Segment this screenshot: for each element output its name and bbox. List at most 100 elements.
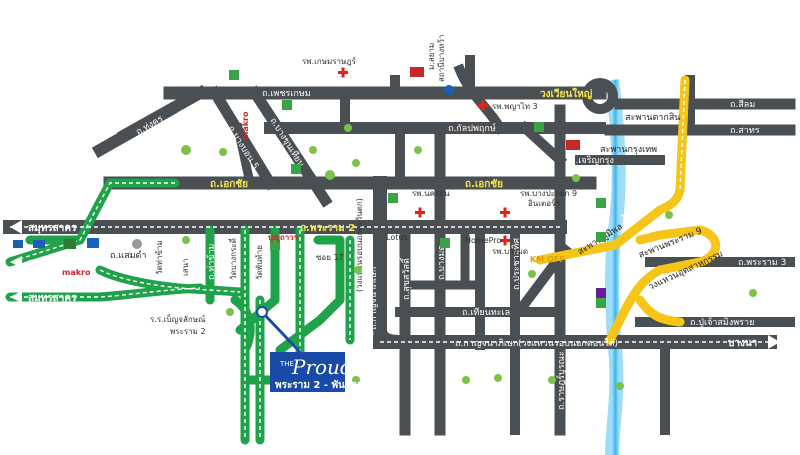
landmark-bangpakok9: รพ.บางปะกอก 9 [520, 189, 577, 198]
landmark-wat-chan: วัดบางกระดี่ [227, 238, 238, 280]
store-icon [596, 198, 606, 208]
tree-icon [462, 376, 470, 384]
label-krungthep-bridge: สะพานกรุงเทพ [600, 145, 657, 155]
tree-icon [352, 376, 360, 384]
tree-icon [528, 270, 536, 278]
tree-icon [572, 174, 580, 182]
svg-text:สมุทรสาคร: สมุทรสาคร [28, 258, 77, 269]
project-subtitle: พระราม 2 - พันท้าย [275, 379, 363, 391]
tree-icon [749, 289, 757, 297]
tree-icon [181, 145, 191, 155]
tree-icon [354, 266, 362, 274]
store-icon [33, 240, 45, 248]
project-the: THE [279, 360, 294, 368]
store-icon [132, 239, 142, 249]
label-kanchanaphisek-south: ถ.กาญจนาภิเษก [455, 338, 518, 349]
hospital-icon [478, 100, 488, 111]
label-rat-burana: ถ.ราษฎร์บูรณะ [555, 351, 567, 410]
landmark-makro: makro [241, 111, 250, 140]
landmark-siam-station: สถานีบางหว้า [437, 35, 446, 82]
arrow-samut-sakhon-top: สมุทรสาคร [10, 220, 77, 234]
label-bang-mot: ถ.บางมด [437, 245, 447, 280]
landmark-makro-left: makro [62, 268, 91, 277]
tree-icon [325, 170, 335, 180]
store-icon [596, 288, 606, 298]
tree-icons [181, 124, 757, 390]
store-icon [87, 238, 99, 248]
label-kanchanaphisek-south-sub: (วงแหวนรอบนอกตอนใต้) [518, 338, 618, 349]
yellow-route [535, 75, 721, 345]
label-silom: ถ.สีลม [730, 99, 755, 110]
landmark-bangpakok9-b: อินเตอร์ฯ [528, 198, 560, 208]
store-icon [566, 140, 580, 150]
project-pointer [260, 310, 302, 354]
tree-icon [219, 148, 227, 156]
road-network [3, 55, 796, 436]
label-charoen-krung: ถ.เจริญกรุง [570, 155, 614, 166]
store-icon [444, 85, 454, 95]
landmark-phyathai3: รพ.พญาไท 3 [492, 102, 538, 111]
label-kanchanaphisek-sub: (วงแหวนรอบนอกตะวันตก) [355, 198, 364, 292]
chao-phraya-river [605, 79, 626, 455]
route-dashes [9, 79, 770, 440]
landmark-bang-mot-hosp: รพ.บางมด [492, 247, 528, 256]
label-taksin-bridge: สะพานตากสิน [625, 112, 680, 123]
project-box: THE Proud พระราม 2 - พันท้าย [270, 352, 363, 392]
landmark-home-pro: HomePro [465, 236, 501, 245]
arrow-samut-sakhon-mid: สมุทรสาคร [10, 256, 77, 269]
store-icon [229, 70, 239, 80]
label-thian-thale: ถ.เทียนทะเล [462, 307, 510, 318]
tree-icon [414, 146, 422, 154]
landmark-lotus: Lotus [386, 233, 408, 242]
landmark-somnuk-b: พระราม 2 [170, 327, 206, 336]
label-rama2: ถ.พระราม 2 [300, 223, 355, 234]
label-suk-sawat: ถ.สุขสวัสดิ์ [399, 257, 412, 300]
landmark-nakhon-thon: รพ.นครธน [412, 189, 450, 198]
store-icon [410, 67, 424, 77]
landmark-siam-uni: ม.สยาม [427, 43, 436, 70]
label-pracha-uthit: ถ.ประชาอุทิศ [511, 238, 522, 290]
landmark-soi17: ซอย 17 [316, 253, 344, 262]
landmark-muang-thai: บุญถาวร [268, 233, 299, 243]
landmark-kasemrad: รพ.เกษมราษฎร์ [302, 56, 357, 66]
label-kanlapaphruek: ถ.กัลปพฤกษ์ [448, 122, 496, 134]
store-icon [596, 298, 606, 308]
landmark-wat-pantai: วัดพันท้าย [255, 245, 264, 280]
landmark-tha-kham-wat: วัดท่าข้าม [155, 240, 164, 275]
tree-icon [665, 211, 673, 219]
hospital-icons [338, 67, 510, 246]
label-wongwian-yai: วงเวียนใหญ่ [540, 87, 593, 100]
hospital-icon [500, 207, 510, 218]
label-ekkachai-right: ถ.เอกชัย [465, 178, 503, 190]
label-ekkachai-left: ถ.เอกชัย [210, 178, 248, 190]
tree-icon [309, 146, 317, 154]
store-icon [270, 240, 280, 250]
store-icon [596, 232, 606, 242]
hospital-icon [338, 67, 348, 78]
tree-icon [344, 124, 352, 132]
label-phetkasem: ถ.เพชรเกษม [262, 89, 311, 99]
store-icon [13, 240, 23, 248]
tree-icon [352, 159, 360, 167]
label-puchao: ถ.ปู่เจ้าสมิงพราย [690, 317, 754, 328]
store-icons [13, 67, 606, 308]
arrow-samut-sakhon-bottom: สมุทรสาคร [10, 291, 77, 304]
project-name: Proud [291, 355, 353, 379]
label-thakham: ถ.ท่าข้าม [206, 243, 217, 280]
hospital-icon [415, 207, 425, 218]
project-location-marker [256, 306, 268, 318]
tree-icon [182, 236, 190, 244]
store-icon [291, 164, 301, 174]
svg-text:บางนา: บางนา [728, 338, 757, 349]
landmark-somnuk: ร.ร.เบ็ญจลักษณ์ [150, 314, 206, 324]
tree-icon [226, 308, 234, 316]
store-icon [282, 100, 292, 110]
tree-icon [494, 374, 502, 382]
landmark-km-off: KM OFF [530, 255, 565, 264]
label-rama3: ถ.พระราม 3 [738, 258, 786, 268]
store-icon [534, 122, 544, 132]
landmark-sena: เสนา [181, 258, 190, 276]
store-icon [440, 238, 450, 248]
